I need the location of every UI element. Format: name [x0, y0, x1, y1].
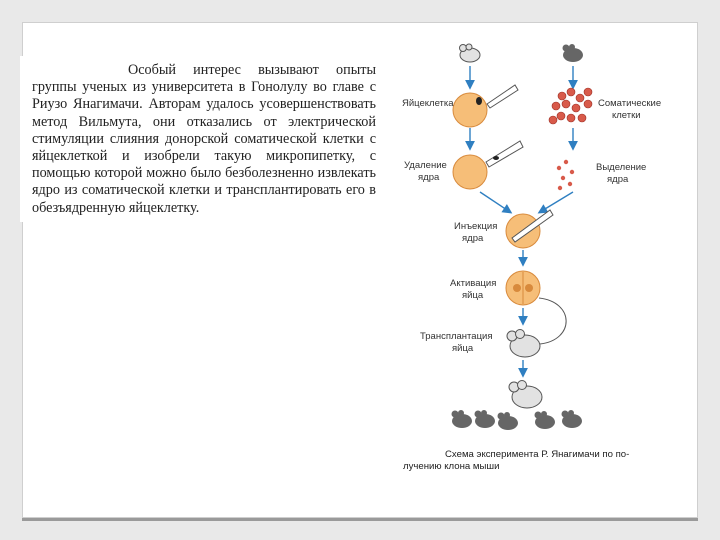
label-somatic-line2: клетки	[612, 110, 641, 121]
cloned-mouse-icon	[534, 411, 555, 429]
micropipette-with-nucleus-icon	[485, 140, 524, 168]
surrogate-mouse-icon	[506, 329, 541, 358]
label-transplant-line1: Трансплантация	[420, 331, 492, 342]
label-injection-line2: ядра	[462, 233, 484, 244]
label-activation-line1: Активация	[450, 278, 496, 289]
cloned-mouse-icon	[451, 410, 472, 428]
paragraph-text: Особый интерес вызывают опыты группы уче…	[32, 62, 376, 216]
label-transplant-line2: яйца	[452, 343, 474, 354]
transfer-path	[538, 297, 567, 345]
cloned-mouse-icon	[561, 410, 582, 428]
label-egg-cell: Яйцеклетка	[402, 98, 454, 109]
label-somatic-line1: Соматические	[598, 98, 661, 109]
cloned-mouse-icon	[497, 412, 518, 430]
cloned-mouse-icon	[474, 410, 495, 428]
label-removal-line2: ядра	[418, 172, 440, 183]
donor-mouse-dark-icon	[562, 44, 583, 62]
egg-cell	[452, 92, 488, 128]
label-isolation-line2: ядра	[607, 174, 629, 185]
enucleated-egg-cell	[452, 154, 488, 190]
donor-mouse-light-icon	[459, 43, 481, 63]
text-panel	[20, 56, 384, 222]
somatic-cells	[548, 87, 593, 125]
caption-line1: Схема эксперимента Р. Янагимачи по по-	[445, 449, 629, 460]
micropipette-icon	[486, 84, 519, 109]
isolated-nuclei	[556, 159, 575, 191]
activated-egg-cell	[505, 270, 541, 306]
arrow	[479, 191, 513, 214]
mother-mouse-icon	[508, 380, 543, 409]
main-paragraph: Особый интерес вызывают опыты группы уче…	[32, 62, 376, 217]
caption-line2: лучению клона мыши	[403, 461, 499, 472]
label-injection-line1: Инъекция	[454, 221, 497, 232]
label-isolation-line1: Выделение	[596, 162, 646, 173]
label-activation-line2: яйца	[462, 290, 484, 301]
injected-egg-cell	[505, 209, 554, 249]
label-removal-line1: Удаление	[404, 160, 447, 171]
arrow	[537, 191, 574, 214]
